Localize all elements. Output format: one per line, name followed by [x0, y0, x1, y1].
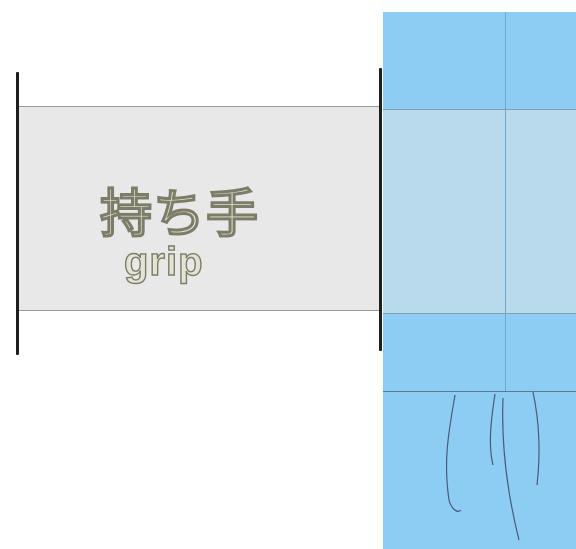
sketch-stroke-3 [502, 397, 520, 541]
sketch-strokes [445, 391, 540, 541]
left-bar [16, 72, 19, 355]
sketch-stroke-2 [489, 393, 496, 466]
grip-label-japanese: 持ち手 [99, 184, 260, 245]
panel-light-band [383, 109, 576, 314]
grip-label-english: grip [123, 239, 204, 284]
sketch-stroke-4 [532, 391, 540, 486]
right-bar [379, 68, 382, 351]
panel-vertical-line [505, 12, 506, 392]
blue-panel [383, 12, 576, 549]
grip-box [19, 106, 381, 311]
sketch-stroke-1 [445, 394, 462, 512]
panel-horizontal-line [383, 391, 576, 392]
